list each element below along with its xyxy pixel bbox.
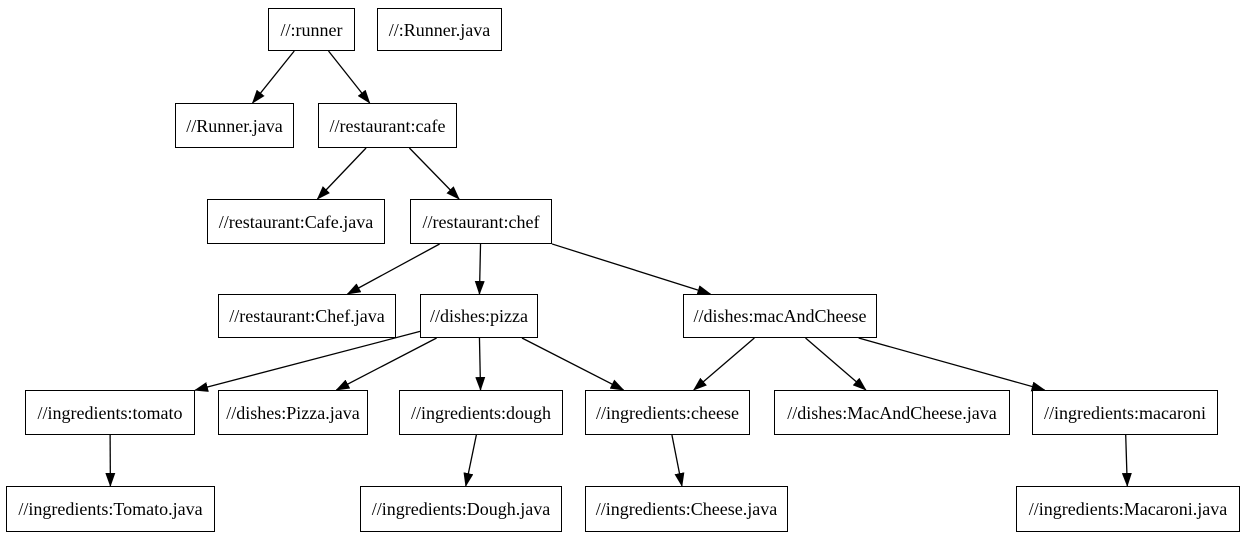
graph-node-label: //dishes:MacAndCheese.java	[787, 402, 997, 423]
graph-node-label: //ingredients:dough	[411, 402, 551, 423]
graph-edge-chef-to-pizza	[474, 243, 485, 295]
graph-node-label: //ingredients:cheese	[596, 402, 739, 423]
graph-edge-cafe-to-chef	[408, 147, 460, 200]
graph-node-label: //restaurant:Chef.java	[229, 306, 385, 326]
graph-node-runner_java: //Runner.java	[175, 103, 294, 148]
graph-node-cafe: //restaurant:cafe	[318, 103, 457, 148]
graph-node-label: //dishes:macAndCheese	[693, 306, 867, 326]
graph-node-cheese_java: //ingredients:Cheese.java	[585, 486, 788, 532]
graph-edge-runner-to-runner_java	[251, 50, 295, 104]
graph-edge-pizza-to-dough	[475, 337, 486, 391]
graph-edge-runner-to-cafe	[328, 50, 371, 104]
graph-node-tomato_java: //ingredients:Tomato.java	[6, 486, 215, 532]
graph-node-tomato: //ingredients:tomato	[25, 390, 195, 435]
graph-edge-chef-to-mac	[551, 243, 712, 295]
graph-edge-cafe-to-cafe_java	[316, 147, 367, 200]
graph-edge-cheese-to-cheese_java	[671, 434, 685, 487]
graph-node-label: //ingredients:Tomato.java	[18, 499, 203, 519]
graph-node-mac: //dishes:macAndCheese	[683, 294, 877, 338]
graph-node-root_runner_java: //:Runner.java	[377, 8, 502, 51]
graph-node-label: //Runner.java	[186, 115, 283, 136]
graph-node-runner: //:runner	[268, 8, 355, 51]
graph-node-label: //restaurant:cafe	[329, 115, 446, 136]
graph-edge-macaroni-to-macaroni_java	[1121, 434, 1132, 487]
graph-node-macaroni: //ingredients:macaroni	[1032, 390, 1218, 435]
graph-node-dough: //ingredients:dough	[399, 390, 563, 435]
graph-node-pizza: //dishes:pizza	[420, 294, 538, 338]
graph-node-chef_java: //restaurant:Chef.java	[218, 294, 396, 338]
graph-edge-pizza-to-pizza_java	[335, 337, 437, 391]
graph-node-label: //ingredients:tomato	[37, 402, 183, 423]
graph-edge-pizza-to-cheese	[521, 337, 625, 391]
graph-edge-pizza-to-tomato	[194, 330, 421, 392]
graph-node-label: //:Runner.java	[388, 19, 491, 40]
graph-edge-mac-to-mac_java	[805, 337, 867, 391]
graph-node-label: //dishes:Pizza.java	[226, 402, 360, 423]
graph-node-label: //ingredients:macaroni	[1044, 402, 1206, 423]
graph-node-cafe_java: //restaurant:Cafe.java	[207, 199, 385, 244]
graph-node-macaroni_java: //ingredients:Macaroni.java	[1016, 486, 1240, 532]
graph-node-label: //restaurant:Cafe.java	[218, 211, 374, 232]
graph-node-label: //dishes:pizza	[430, 306, 528, 326]
graph-edge-mac-to-cheese	[692, 337, 755, 391]
graph-node-chef: //restaurant:chef	[410, 199, 552, 244]
graph-node-label: //ingredients:Cheese.java	[595, 499, 778, 519]
graph-node-label: //:runner	[280, 19, 343, 40]
graph-node-label: //restaurant:chef	[422, 211, 540, 232]
graph-edge-chef-to-chef_java	[346, 243, 440, 295]
graph-edge-dough-to-dough_java	[463, 434, 477, 487]
graph-node-label: //ingredients:Macaroni.java	[1028, 499, 1228, 519]
graph-node-label: //ingredients:Dough.java	[371, 499, 551, 519]
graph-node-pizza_java: //dishes:Pizza.java	[218, 390, 368, 435]
graph-node-cheese: //ingredients:cheese	[585, 390, 750, 435]
graph-node-mac_java: //dishes:MacAndCheese.java	[774, 390, 1010, 435]
graph-node-dough_java: //ingredients:Dough.java	[360, 486, 562, 532]
graph-edge-mac-to-macaroni	[858, 337, 1046, 392]
